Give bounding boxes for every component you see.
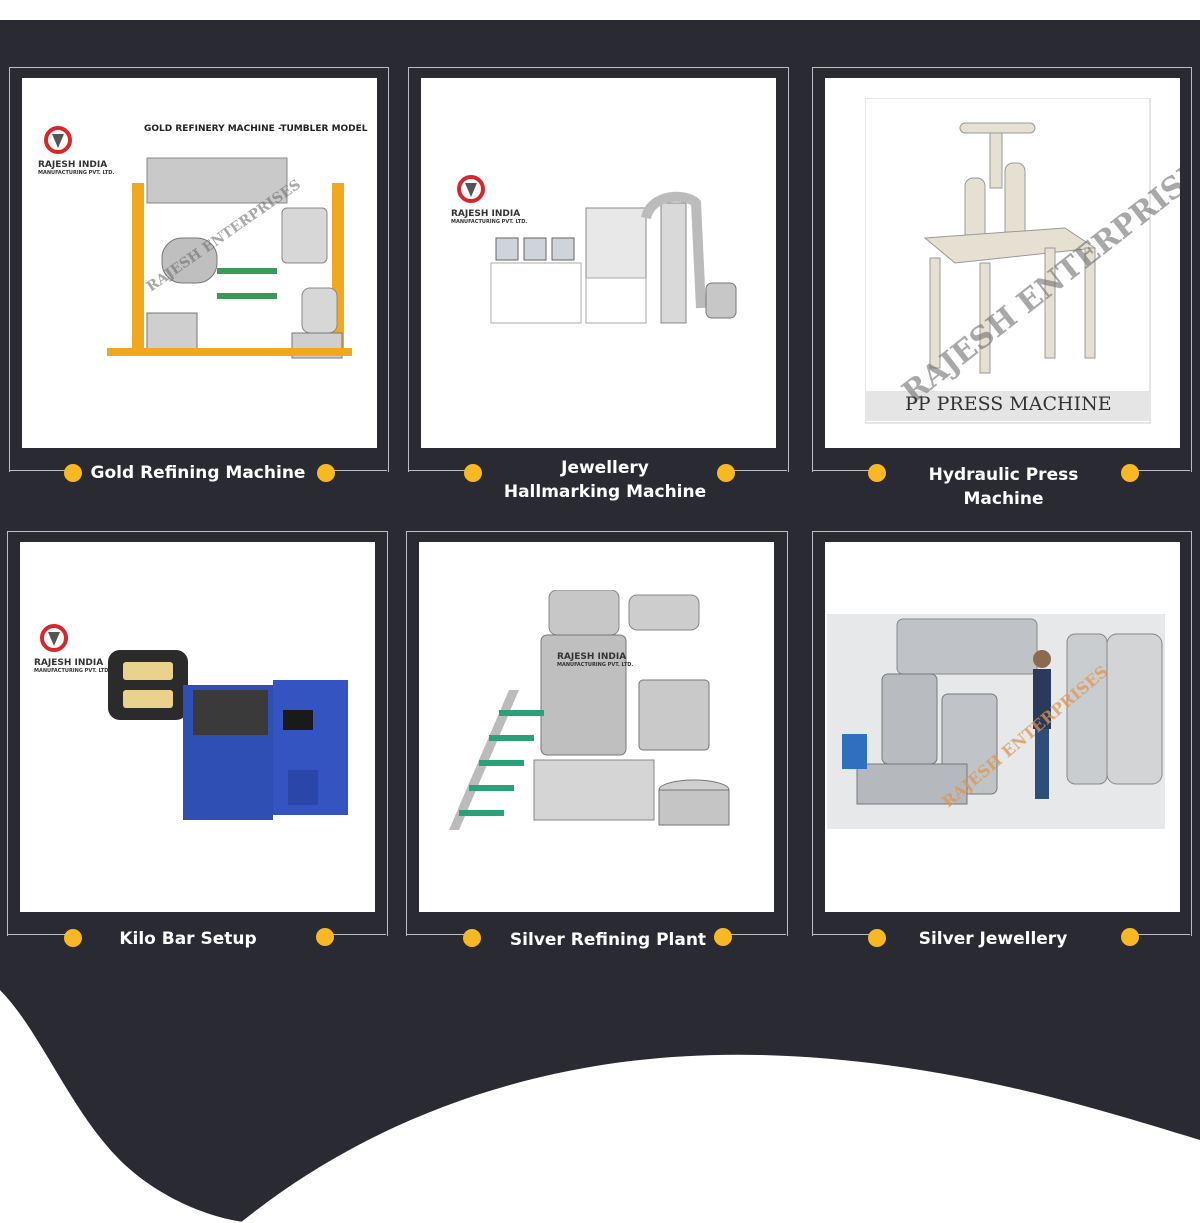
card-divider xyxy=(1132,470,1190,471)
product-card-hydraulic-press[interactable] xyxy=(812,67,1192,472)
hallmarking-machine-illustration xyxy=(490,191,737,324)
product-image-silver-refining[interactable]: RAJESH INDIA MANUFACTURING PVT. LTD. xyxy=(419,542,774,912)
silver-refining-plant-illustration xyxy=(449,590,730,830)
product-caption-hydraulic-press[interactable]: Hydraulic Press Machine xyxy=(928,465,1079,509)
card-divider xyxy=(728,934,786,935)
gear-logo-icon xyxy=(44,126,72,154)
accent-dot-right xyxy=(717,464,735,482)
accent-dot-left xyxy=(868,464,886,482)
image-title: GOLD REFINERY MACHINE -TUMBLER MODEL xyxy=(144,124,368,134)
accent-dot-left xyxy=(64,464,82,482)
company-logo: RAJESH INDIA MANUFACTURING PVT. LTD. xyxy=(38,124,114,176)
card-divider xyxy=(7,934,67,935)
gear-logo-icon xyxy=(40,624,68,652)
accent-dot-left xyxy=(64,929,82,947)
accent-dot-right xyxy=(317,464,335,482)
product-image-hallmarking[interactable]: RAJESH INDIA MANUFACTURING PVT. LTD. xyxy=(421,78,776,448)
card-divider xyxy=(330,470,387,471)
accent-dot-left xyxy=(868,929,886,947)
accent-dot-left xyxy=(463,929,481,947)
gold-refining-machine-illustration xyxy=(107,157,352,359)
product-card-silver-refining[interactable] xyxy=(406,531,788,936)
product-caption-silver-refining[interactable]: Silver Refining Plant xyxy=(509,930,707,950)
product-image-silver-jewellery[interactable]: RAJESH ENTERPRISES xyxy=(825,542,1180,912)
wave-decoration xyxy=(0,990,1200,1223)
image-title: PP PRESS MACHINE xyxy=(905,393,1112,415)
company-logo: RAJESH INDIA MANUFACTURING PVT. LTD. xyxy=(451,173,527,225)
card-divider xyxy=(330,934,386,935)
card-divider xyxy=(408,470,468,471)
company-logo: RAJESH INDIA MANUFACTURING PVT. LTD. xyxy=(34,622,110,674)
card-divider xyxy=(1132,934,1190,935)
accent-dot-right xyxy=(1121,464,1139,482)
product-image-kilo-bar[interactable]: RAJESH INDIA MANUFACTURING PVT. LTD. xyxy=(20,542,375,912)
product-card-gold-refining[interactable] xyxy=(9,67,389,472)
gear-logo-icon xyxy=(457,175,485,203)
accent-dot-right xyxy=(714,928,732,946)
card-divider xyxy=(406,934,466,935)
product-caption-silver-jewellery[interactable]: Silver Jewellery xyxy=(918,929,1068,949)
product-image-gold-refining[interactable]: RAJESH INDIA MANUFACTURING PVT. LTD. GOL… xyxy=(22,78,377,448)
product-card-silver-jewellery[interactable] xyxy=(812,531,1192,936)
accent-dot-right xyxy=(316,928,334,946)
silver-jewellery-plant-photo xyxy=(827,614,1165,829)
accent-dot-left xyxy=(464,464,482,482)
kilo-bar-machine-illustration xyxy=(108,650,348,820)
product-image-hydraulic-press[interactable]: RAJESH ENTERPRISES PP PRESS MACHINE xyxy=(825,78,1180,448)
press-machine-illustration xyxy=(865,98,1151,424)
product-caption-hallmarking[interactable]: Jewellery Hallmarking Machine xyxy=(503,458,707,502)
card-divider xyxy=(812,470,872,471)
product-caption-gold-refining[interactable]: Gold Refining Machine xyxy=(90,463,306,483)
company-logo: RAJESH INDIA MANUFACTURING PVT. LTD. xyxy=(557,652,634,668)
card-divider xyxy=(727,470,787,471)
card-divider xyxy=(812,934,872,935)
accent-dot-right xyxy=(1121,928,1139,946)
product-card-kilo-bar[interactable] xyxy=(7,531,388,936)
card-divider xyxy=(9,470,79,471)
product-card-hallmarking[interactable] xyxy=(408,67,789,472)
product-caption-kilo-bar[interactable]: Kilo Bar Setup xyxy=(119,929,257,949)
